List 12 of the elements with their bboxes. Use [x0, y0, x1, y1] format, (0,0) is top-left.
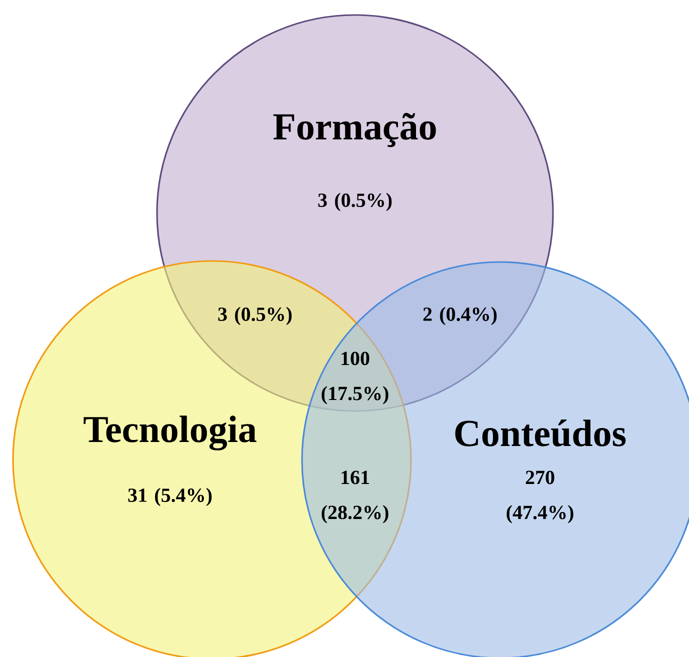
count-label: 3 (0.5%)	[218, 306, 292, 326]
set-title: Conteúdos	[455, 420, 626, 446]
count-label: 100 (17.5%)	[322, 352, 388, 404]
count-label: 3 (0.5%)	[318, 192, 392, 212]
count-label: 31 (5.4%)	[128, 488, 212, 506]
set-title: Tecnologia	[84, 416, 256, 450]
set-title: Formação	[273, 112, 436, 148]
count-label: 270 (47.4%)	[506, 470, 574, 524]
venn-circle	[301, 261, 689, 657]
count-label: 2 (0.4%)	[423, 306, 497, 326]
venn-circle	[12, 260, 412, 657]
count-label: 161 (28.2%)	[322, 470, 388, 524]
